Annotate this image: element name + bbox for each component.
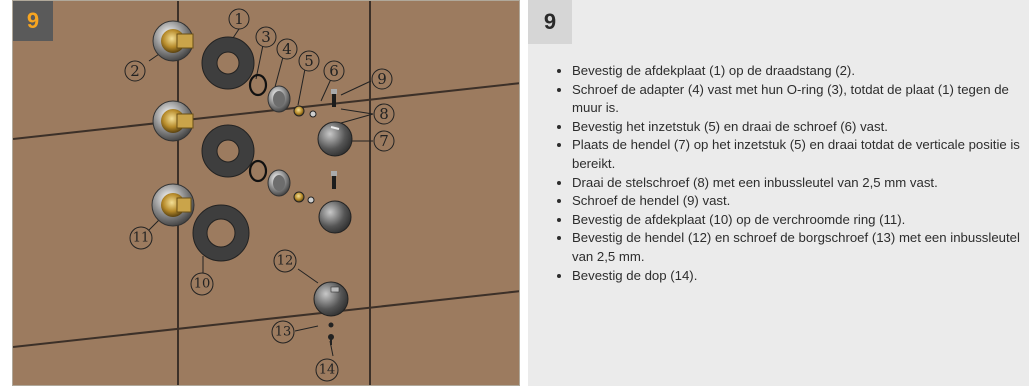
callout-circle-12 [273,249,297,273]
handle-middle-screw [331,171,337,189]
callout-circle-11 [129,226,153,250]
cap [328,334,334,345]
callout-circle-10 [190,272,214,296]
callout-1: 1 [234,10,244,28]
callout-circle-3 [255,26,277,48]
callout-10: 10 [194,277,211,292]
callout-13: 13 [275,325,292,340]
wall-background [13,1,519,385]
valve-body-top [152,20,194,62]
adapter-top [267,85,291,113]
callout-circle-6 [323,60,345,82]
insert-middle [293,191,305,203]
instruction-item: Schroef de hendel (9) vast. [572,192,1031,211]
handle-middle [318,200,352,234]
instruction-item: Bevestig de afdekplaat (10) op de verchr… [572,211,1031,230]
callout-4: 4 [282,40,292,58]
callout-circle-9 [371,68,393,90]
callout-circle-8 [373,103,395,125]
callout-circle-7 [373,130,395,152]
callout-6: 6 [329,62,339,80]
callout-circle-2 [124,60,146,82]
o-ring-top [248,73,268,97]
insert-top [293,105,305,117]
callout-circle-4 [276,38,298,60]
instruction-item: Bevestig de dop (14). [572,267,1031,286]
assembly-illustration: 1 2 3 4 5 6 7 8 9 10 11 12 13 14 9 [12,0,520,386]
handle-top-screw [331,89,337,107]
assembly-drawing: 1 2 3 4 5 6 7 8 9 10 11 12 13 14 [13,1,519,385]
screw-middle [307,196,315,204]
callout-circle-5 [298,50,320,72]
callout-5: 5 [304,52,314,70]
adapter-middle [267,169,291,197]
lever-handle [313,281,349,317]
locking-screw [328,322,334,328]
screw-top [309,110,317,118]
instruction-item: Plaats de hendel (7) op het inzetstuk (5… [572,136,1031,173]
handle-top [317,121,353,157]
callout-9: 9 [377,70,387,88]
instruction-item: Bevestig het inzetstuk (5) en draai de s… [572,118,1031,137]
callout-8: 8 [379,105,389,123]
callout-14: 14 [319,363,336,378]
o-ring-middle [248,159,268,183]
callout-circle-14 [315,358,339,382]
callout-circle-1 [228,8,250,30]
instructions-step-badge: 9 [528,0,572,44]
cover-plate-middle [201,124,255,178]
callout-7: 7 [379,132,389,150]
instruction-item: Bevestig de hendel (12) en schroef de bo… [572,229,1031,266]
cover-plate-top [201,36,255,90]
instruction-item: Draai de stelschroef (8) met een inbussl… [572,174,1031,193]
instruction-list: Bevestig de afdekplaat (1) op de draadst… [548,62,1031,285]
callout-circle-13 [271,320,295,344]
callout-12: 12 [277,254,294,269]
instruction-item: Bevestig de afdekplaat (1) op de draadst… [572,62,1031,81]
cover-plate-bottom [192,204,250,262]
valve-body-middle [152,100,194,142]
callout-11: 11 [133,231,150,246]
callout-3: 3 [261,28,271,46]
chrome-ring [151,183,195,227]
callout-2: 2 [130,62,140,80]
illustration-step-badge: 9 [13,1,53,41]
instructions-panel: 9 Bevestig de afdekplaat (1) op de draad… [528,0,1029,386]
instruction-item: Schroef de adapter (4) vast met hun O-ri… [572,81,1031,118]
